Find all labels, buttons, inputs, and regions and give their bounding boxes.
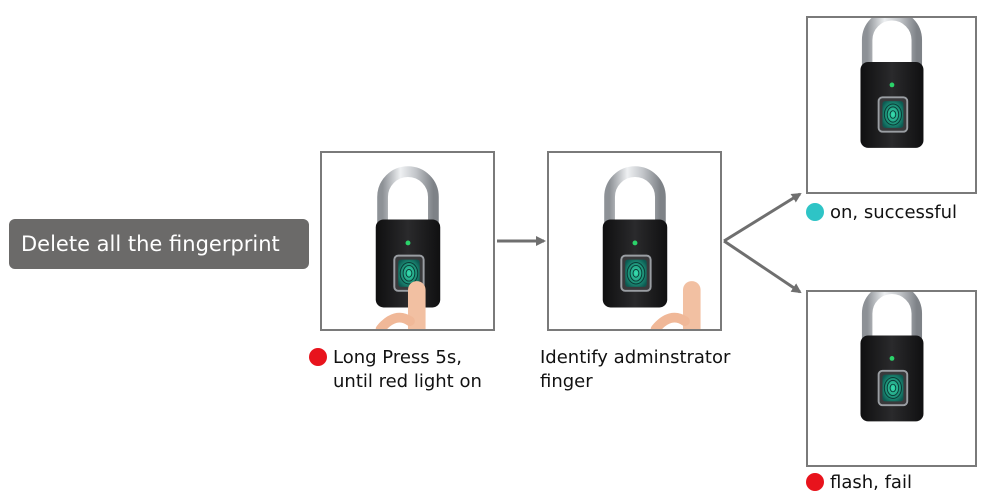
arrow-to-fail [723,239,802,294]
red-indicator-icon [309,348,327,366]
outcome-success-image [806,16,977,194]
step-2-caption: Identify adminstrator finger [540,347,731,392]
outcome-fail-caption: flash, fail [806,471,912,495]
outcome-fail-image [806,290,977,467]
step-1-caption: Long Press 5s, until red light on [309,346,482,394]
arrow-to-success [723,192,802,243]
title-label: Delete all the fingerprint [9,219,309,269]
step-1-image [320,151,495,331]
padlock-icon [808,16,975,170]
finger-icon [322,153,493,329]
step-2-image [547,151,722,331]
outcome-success-caption: on, successful [806,201,957,225]
padlock-icon [808,290,975,443]
finger-icon [597,153,722,329]
red-indicator-icon [806,473,824,491]
cyan-indicator-icon [806,203,824,221]
